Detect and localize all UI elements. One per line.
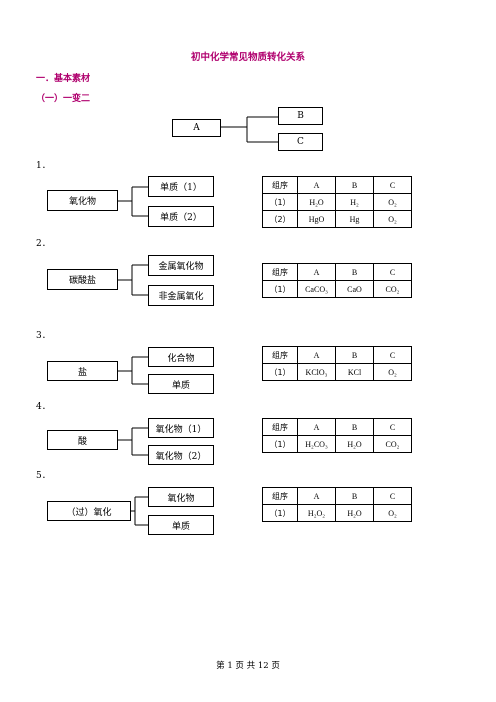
table-header-cell: 组序: [262, 487, 298, 505]
top-box-a: A: [172, 119, 221, 137]
table-cell: O₂: [373, 504, 412, 522]
table-cell: H₂O: [335, 435, 374, 453]
table-header-row: 组序 A B C: [262, 176, 412, 194]
table-header-cell: 组序: [262, 263, 298, 281]
table-cell: CO₂: [373, 280, 412, 298]
table-row: （1） H₂O₂ H₂O O₂: [262, 504, 412, 522]
table-header-cell: B: [335, 346, 374, 364]
group-2-output-1-box: 金属氧化物: [148, 255, 214, 276]
table-header-row: 组序 A B C: [262, 263, 412, 281]
table-header-cell: B: [335, 263, 374, 281]
group-1-source-box: 氧化物: [47, 190, 118, 211]
table-header-cell: C: [373, 176, 412, 194]
table-row: （1） H₂CO₃ H₂O CO₂: [262, 435, 412, 453]
table-cell: Hg: [335, 210, 374, 228]
table-header-row: 组序 A B C: [262, 418, 412, 436]
table-cell: H₂: [335, 193, 374, 211]
group-2-output-2-box: 非金属氧化: [148, 285, 214, 306]
group-1-table: 组序 A B C （1） H₂O H₂ O₂ （2） HgO Hg O₂: [262, 176, 412, 228]
group-4-output-1-box: 氧化物（1）: [148, 418, 214, 438]
top-box-b: B: [278, 107, 323, 125]
table-row: （1） H₂O H₂ O₂: [262, 193, 412, 211]
group-1-output-2-box: 单质（2）: [148, 206, 214, 227]
group-4-source-box: 酸: [47, 430, 118, 450]
group-1-output-1-box: 单质（1）: [148, 176, 214, 197]
table-header-cell: C: [373, 346, 412, 364]
group-4-table: 组序 A B C （1） H₂CO₃ H₂O CO₂: [262, 418, 412, 453]
table-cell: O₂: [373, 210, 412, 228]
group-4-number: 4．: [36, 402, 51, 412]
table-header-cell: A: [297, 346, 336, 364]
group-2-source-box: 碳酸盐: [47, 269, 118, 290]
table-header-cell: C: [373, 487, 412, 505]
table-cell: O₂: [373, 363, 412, 381]
table-cell: O₂: [373, 193, 412, 211]
group-5-source-box: （过）氧化: [47, 501, 131, 521]
table-cell: CO₂: [373, 435, 412, 453]
group-4-output-2-box: 氧化物（2）: [148, 445, 214, 465]
table-cell: （1）: [262, 280, 298, 298]
group-5-table: 组序 A B C （1） H₂O₂ H₂O O₂: [262, 487, 412, 522]
table-header-cell: A: [297, 418, 336, 436]
section-heading: 一．基本素材: [36, 74, 91, 84]
group-3-source-box: 盐: [47, 361, 118, 381]
group-3-table: 组序 A B C （1） KClO₃ KCl O₂: [262, 346, 412, 381]
group-2-number: 2．: [36, 239, 51, 249]
table-header-cell: 组序: [262, 176, 298, 194]
table-header-cell: A: [297, 487, 336, 505]
document-title: 初中化学常见物质转化关系: [190, 52, 305, 63]
table-cell: （1）: [262, 504, 298, 522]
group-3-number: 3．: [36, 331, 51, 341]
table-row: （2） HgO Hg O₂: [262, 210, 412, 228]
table-header-row: 组序 A B C: [262, 487, 412, 505]
table-header-cell: B: [335, 176, 374, 194]
group-5-output-1-box: 氧化物: [148, 487, 214, 507]
table-header-cell: C: [373, 418, 412, 436]
group-2-table: 组序 A B C （1） CaCO₃ CaO CO₂: [262, 263, 412, 298]
table-cell: KClO₃: [297, 363, 336, 381]
page-footer: 第 1 页 共 12 页: [216, 661, 280, 671]
group-3-output-2-box: 单质: [148, 374, 214, 394]
subsection-heading: （一）一变二: [36, 94, 91, 104]
table-header-cell: 组序: [262, 346, 298, 364]
table-row: （1） KClO₃ KCl O₂: [262, 363, 412, 381]
group-1-number: 1．: [36, 161, 51, 171]
table-header-cell: A: [297, 176, 336, 194]
group-5-number: 5．: [36, 471, 51, 481]
table-cell: H₂CO₃: [297, 435, 336, 453]
table-header-cell: 组序: [262, 418, 298, 436]
table-cell: H₂O₂: [297, 504, 336, 522]
table-header-row: 组序 A B C: [262, 346, 412, 364]
table-header-cell: B: [335, 418, 374, 436]
group-3-output-1-box: 化合物: [148, 347, 214, 367]
group-5-output-2-box: 单质: [148, 515, 214, 535]
table-cell: （1）: [262, 363, 298, 381]
table-cell: （2）: [262, 210, 298, 228]
table-cell: KCl: [335, 363, 374, 381]
table-cell: CaO: [335, 280, 374, 298]
table-header-cell: A: [297, 263, 336, 281]
table-cell: H₂O: [297, 193, 336, 211]
top-box-c: C: [278, 133, 323, 151]
table-header-cell: C: [373, 263, 412, 281]
table-cell: （1）: [262, 193, 298, 211]
table-row: （1） CaCO₃ CaO CO₂: [262, 280, 412, 298]
table-cell: （1）: [262, 435, 298, 453]
table-header-cell: B: [335, 487, 374, 505]
table-cell: CaCO₃: [297, 280, 336, 298]
table-cell: H₂O: [335, 504, 374, 522]
table-cell: HgO: [297, 210, 336, 228]
